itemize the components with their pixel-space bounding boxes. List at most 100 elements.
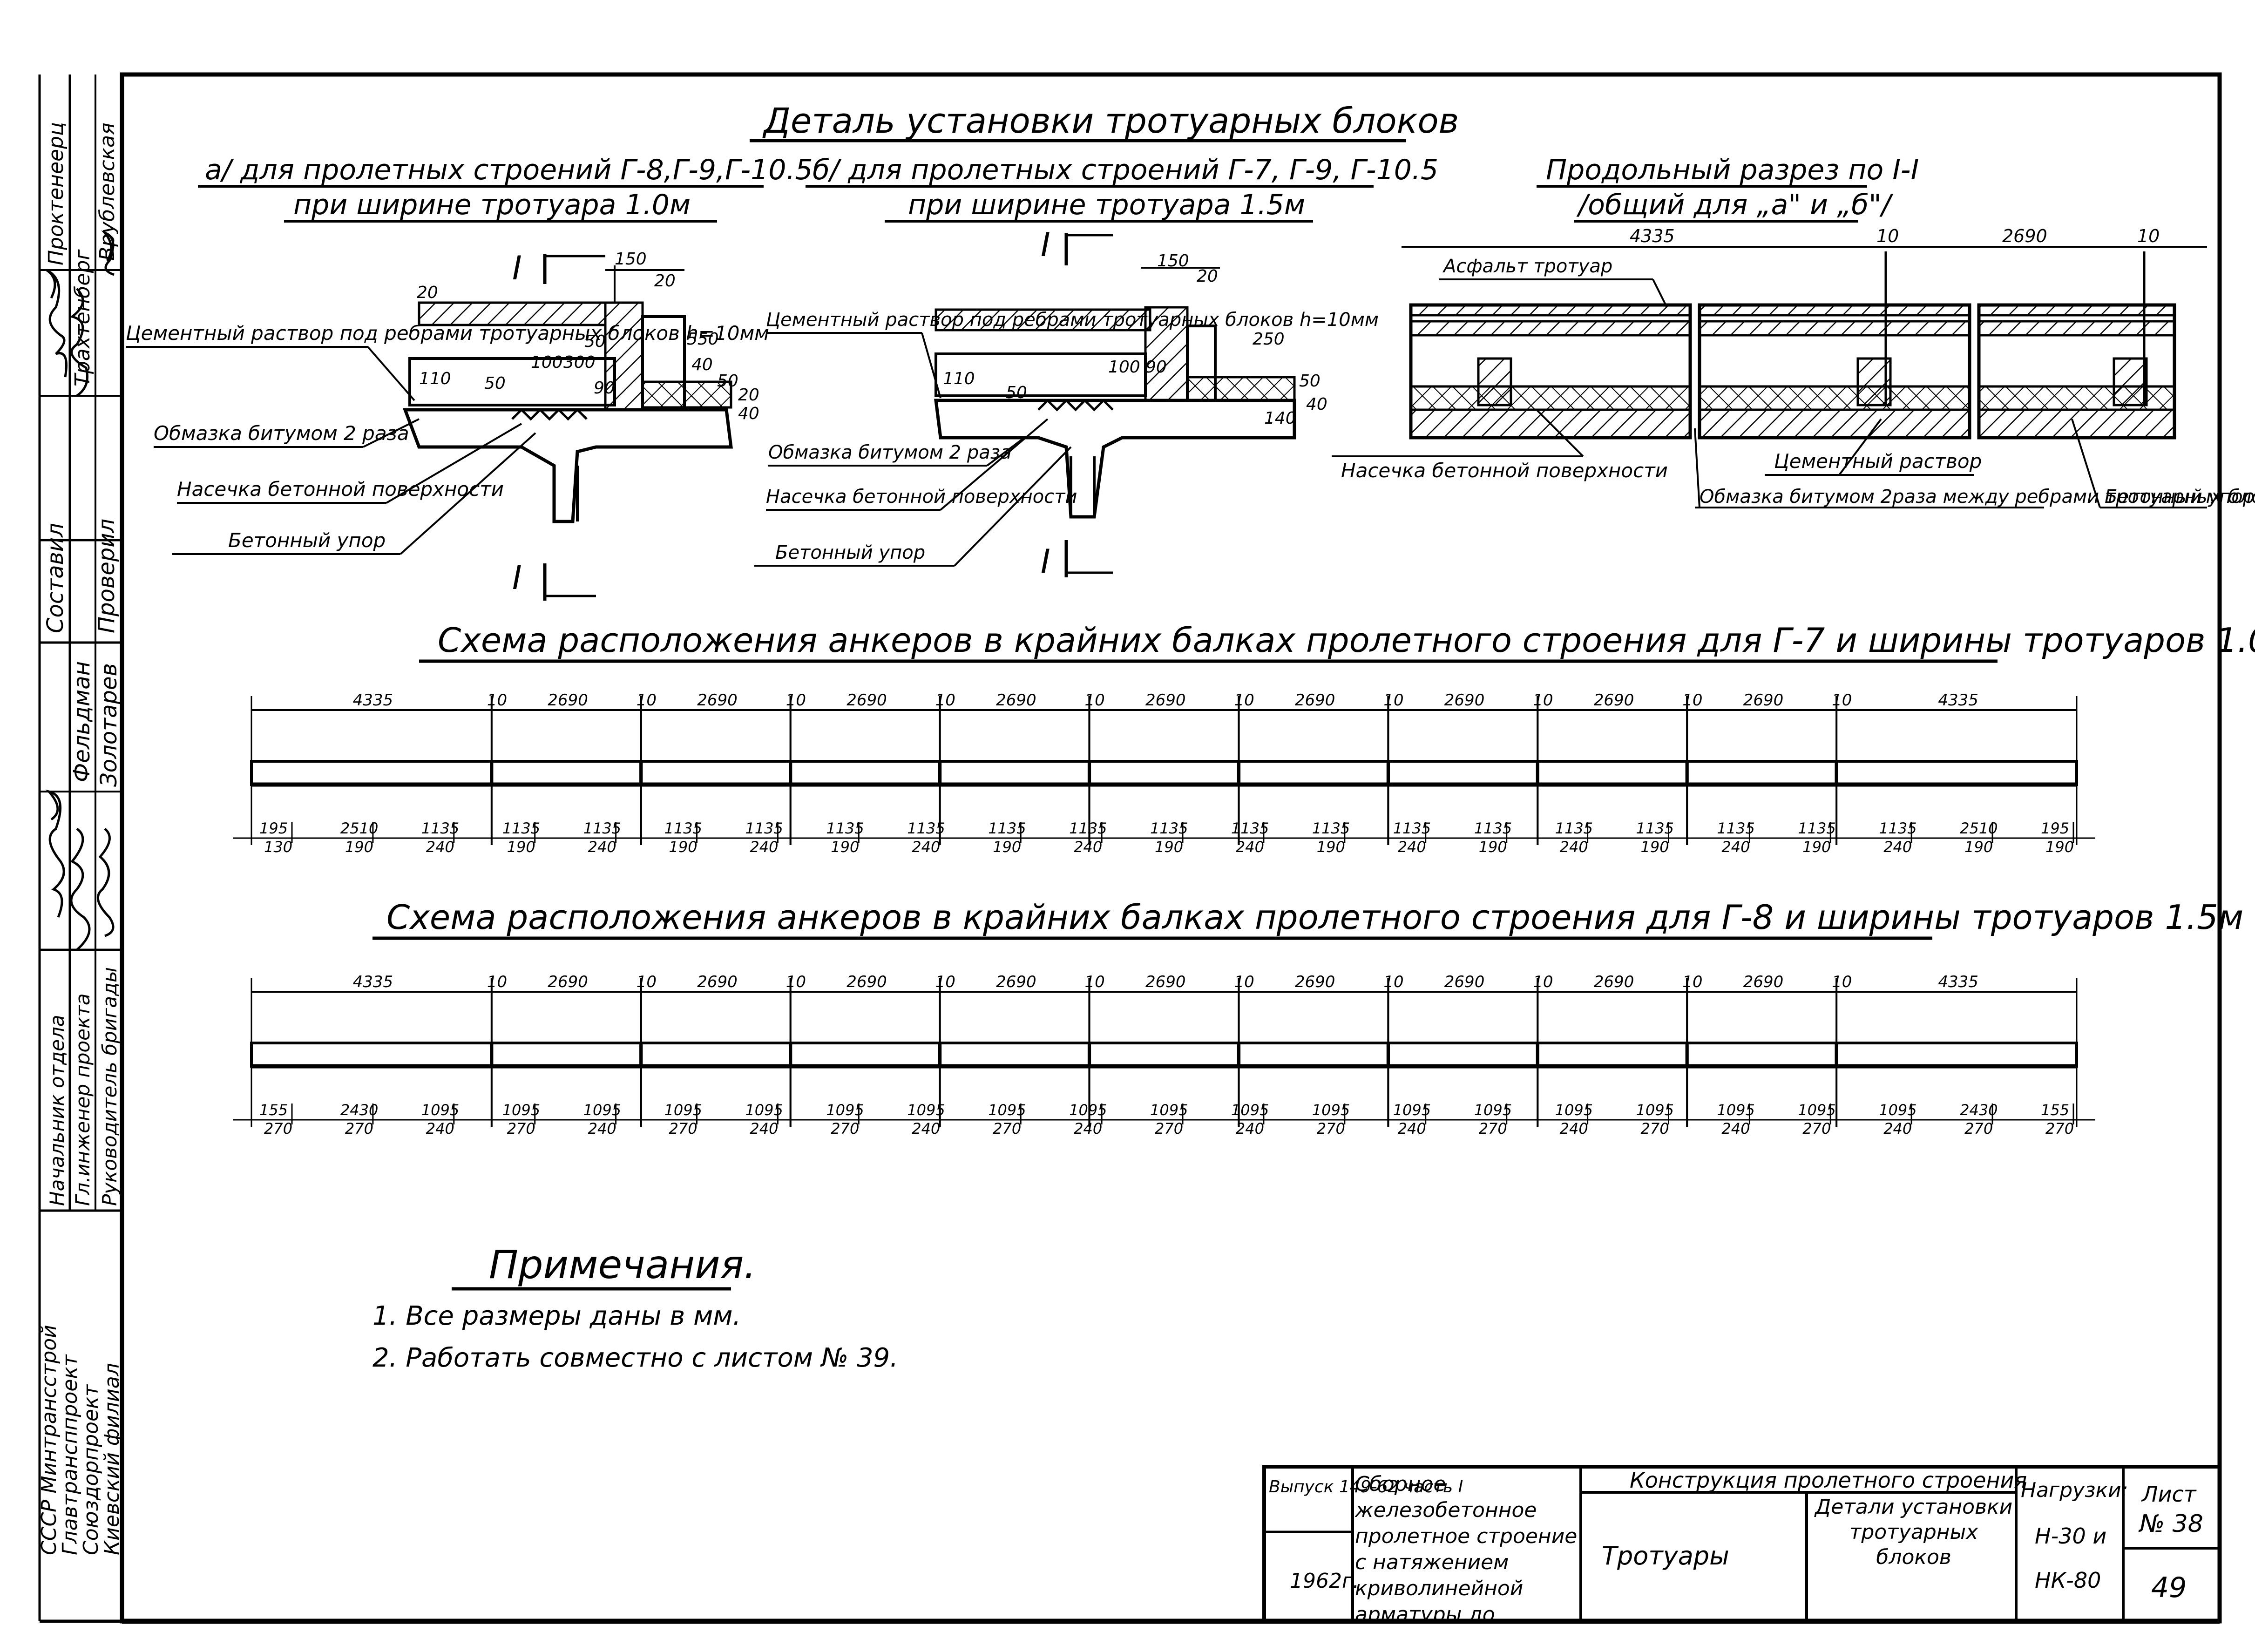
scheme2-bottom-lower-22: 270 — [2045, 1120, 2074, 1137]
scheme1-bottom-lower-12: 240 — [1236, 838, 1264, 856]
detail-b-dim-250: 250 — [1253, 330, 1285, 349]
scheme2-bottom-upper-8: 1095 — [907, 1101, 945, 1119]
section-callout-stop: Бетонный упор — [2105, 486, 2255, 508]
scheme1-beam-4 — [640, 760, 792, 786]
detail-a-section-mark-top: I — [512, 249, 522, 287]
scheme1-top-dim-14: 2690 — [1444, 691, 1485, 710]
detail-a-dim-40: 40 — [691, 355, 713, 374]
scheme2-top-dim-10: 2690 — [1145, 973, 1186, 991]
scheme1-beam-2 — [490, 760, 643, 786]
scheme1-top-dim-17: 10 — [1682, 691, 1702, 710]
detail-b-dim-20: 20 — [1197, 267, 1218, 286]
detail-b-section-mark-bottom: I — [1041, 542, 1050, 581]
scheme1-bottom-lower-21: 190 — [1964, 838, 1993, 856]
scheme1-bottom-lower-16: 240 — [1560, 838, 1588, 856]
scheme2-beam-8 — [939, 1042, 1090, 1068]
scheme2-top-dim-8: 2690 — [996, 973, 1036, 991]
scheme2-top-dim-19: 10 — [1832, 973, 1852, 991]
scheme2-beam-6 — [789, 1042, 941, 1068]
scheme2-top-dim-5: 10 — [786, 973, 806, 991]
scheme1-bottom-lower-6: 240 — [750, 838, 778, 856]
scheme2-bottom-lower-14: 240 — [1398, 1120, 1426, 1137]
scheme1-bottom-lower-5: 190 — [669, 838, 697, 856]
scheme1-bottom-upper-19: 1135 — [1798, 819, 1835, 837]
detail-a-heading-line2: при ширине тротуара 1.0м — [293, 189, 691, 221]
scheme2-top-dim-11: 10 — [1234, 973, 1254, 991]
scheme2-bottom-lower-3: 270 — [507, 1120, 535, 1137]
scheme2-top-dim-9: 10 — [1085, 973, 1105, 991]
scheme2-beam-12 — [1238, 1042, 1389, 1068]
scheme2-bottom-upper-6: 1095 — [745, 1101, 783, 1119]
scheme2-bottom-lower-15: 270 — [1479, 1120, 1507, 1137]
scheme2-bottom-lower-18: 240 — [1721, 1120, 1750, 1137]
scheme2-bottom-lower-13: 270 — [1317, 1120, 1345, 1137]
scheme1-bottom-lower-20: 240 — [1883, 838, 1912, 856]
scheme1-top-dim-10: 2690 — [1145, 691, 1186, 710]
scheme2-beam-20 — [1835, 1042, 2078, 1068]
scheme2-bottom-upper-13: 1095 — [1312, 1101, 1350, 1119]
scheme2-beam-18 — [1686, 1042, 1838, 1068]
scheme1-bottom-lower-2: 240 — [426, 838, 454, 856]
stamp-role-brigade-head: Руководитель бригады — [98, 967, 121, 1206]
section-dim-10b: 10 — [2137, 226, 2160, 246]
scheme1-bottom-upper-0: 195 — [259, 819, 288, 837]
scheme2-bottom-lower-4: 240 — [588, 1120, 616, 1137]
detail-a-dim-110: 110 — [419, 369, 451, 388]
stamp-org-line4: Киевский филиал — [100, 1363, 124, 1555]
anchor-scheme-2: Схема расположения анкеров в крайних бал… — [233, 898, 2243, 1137]
scheme1-bottom-lower-17: 190 — [1641, 838, 1669, 856]
scheme2-beam-2 — [490, 1042, 643, 1068]
section-dim-2690: 2690 — [2002, 226, 2047, 246]
stamp-role-composed: Составил — [42, 523, 68, 633]
scheme1-bottom-lower-9: 190 — [993, 838, 1021, 856]
scheme2-bottom-lower-6: 240 — [750, 1120, 778, 1137]
left-stamp: Начальник отдела Гл.инженер проекта Руко… — [37, 74, 124, 1555]
detail-a-dim-100: 100 — [531, 353, 563, 372]
detail-b-callout-mortar: Цементный раствор под ребрами тротуарных… — [766, 309, 1379, 331]
scheme1-top-dim-19: 10 — [1832, 691, 1852, 710]
scheme1-bottom-lower-8: 240 — [912, 838, 940, 856]
scheme1-top-dim-0: 4335 — [353, 691, 393, 710]
scheme1-bottom-upper-4: 1135 — [583, 819, 621, 837]
detail-a-dim-150: 150 — [615, 250, 647, 269]
scheme1-top-dim-16: 2690 — [1594, 691, 1634, 710]
scheme2-bottom-lower-7: 270 — [831, 1120, 859, 1137]
scheme2-bottom-upper-2: 1095 — [421, 1101, 459, 1119]
scheme1-bottom-upper-22: 195 — [2041, 819, 2069, 837]
notes-title: Примечания. — [489, 1242, 756, 1287]
scheme1-beam-10 — [1088, 760, 1240, 786]
section-heading-line2: /общий для „а" и „б"/ — [1576, 189, 1894, 221]
scheme1-top-dim-15: 10 — [1533, 691, 1553, 710]
scheme2-top-dim-17: 10 — [1682, 973, 1702, 991]
scheme1-bottom-lower-7: 190 — [831, 838, 859, 856]
tb-structure: Конструкция пролетного строения — [1630, 1468, 2027, 1493]
tb-sheet-no: № 38 — [2138, 1510, 2203, 1538]
stamp-name-trakhtenberg: Трахтенберг — [71, 249, 95, 386]
scheme2-title: Схема расположения анкеров в крайних бал… — [386, 898, 2243, 937]
scheme1-bottom-lower-22: 190 — [2045, 838, 2074, 856]
scheme2-bottom-lower-0: 270 — [264, 1120, 292, 1137]
scheme2-bottom-lower-19: 270 — [1802, 1120, 1831, 1137]
stamp-role-checked: Проверил — [94, 519, 120, 633]
scheme2-beam-10 — [1088, 1042, 1240, 1068]
stamp-org-line1: СССР Минтрансстрой — [37, 1325, 61, 1555]
scheme1-bottom-upper-12: 1135 — [1231, 819, 1269, 837]
scheme2-top-dim-7: 10 — [935, 973, 955, 991]
scheme1-top-dim-8: 2690 — [996, 691, 1036, 710]
tb-load-1: Н-30 и — [2035, 1523, 2106, 1549]
tb-issue: Выпуск 149-62 часть I — [1269, 1477, 1463, 1496]
section-callout-bitumen: Обмазка битумом 2раза между ребрами трот… — [1700, 486, 2255, 508]
scheme2-bottom-lower-2: 240 — [426, 1120, 454, 1137]
scheme1-top-dim-4: 2690 — [697, 691, 738, 710]
scheme2-bottom-upper-14: 1095 — [1393, 1101, 1431, 1119]
scheme1-bottom-lower-14: 240 — [1398, 838, 1426, 856]
scheme2-top-dim-0: 4335 — [353, 973, 393, 991]
scheme2-top-dim-16: 2690 — [1594, 973, 1634, 991]
detail-a-dim-550: 550 — [687, 330, 719, 349]
scheme2-bottom-upper-10: 1095 — [1069, 1101, 1107, 1119]
section-dim-4335: 4335 — [1630, 226, 1675, 246]
scheme2-bottom-upper-5: 1095 — [664, 1101, 702, 1119]
tb-loads-label: Нагрузки: — [2021, 1478, 2128, 1502]
detail-a: а/ для пролетных строений Г-8,Г-9,Г-10.5… — [126, 154, 813, 601]
stamp-org-line2: Главтрансппроект — [58, 1354, 82, 1555]
